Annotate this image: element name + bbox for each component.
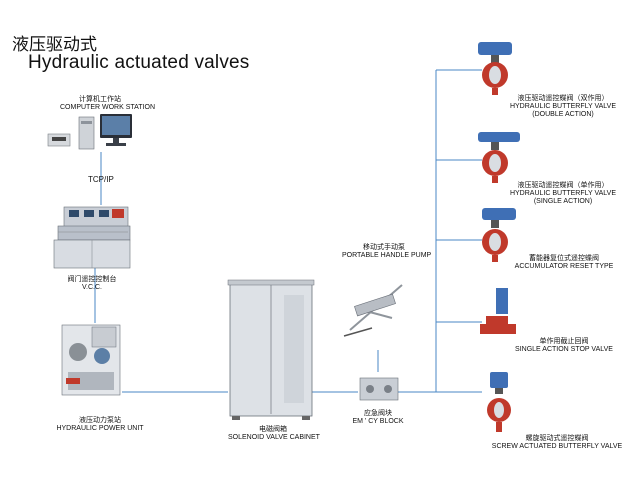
vcc-label: 阀门遥控控制台 V.C.C. [62,276,122,292]
solenoid-label-en: SOLENOID VALVE CABINET [228,434,320,441]
computer-label-cn: 计算机工作站 [79,96,121,103]
computer-label-en: COMPUTER WORK STATION [60,104,156,111]
power-unit-label-cn: 液压动力泵站 [79,417,121,424]
power-unit-label: 液压动力泵站 HYDRAULIC POWER UNIT [52,417,148,433]
valve-image-4 [480,288,516,334]
solenoid-valve-cabinet-image [227,279,315,420]
valve-label-4: 单作用截止回阀 SINGLE ACTION STOP VALVE [512,338,616,354]
valve-label-2: 液压驱动遥控蝶阀（单作用） HYDRAULIC BUTTERFLY VALVE … [508,182,618,206]
em-block-label: 应急阀块 EM ' CY BLOCK [348,410,408,426]
valve-5-cn: 螺旋驱动式遥控蝶阀 [525,435,589,442]
computer-label: 计算机工作站 COMPUTER WORK STATION [60,96,156,112]
valve-2-cn: 液压驱动遥控蝶阀（单作用） [517,182,609,189]
portable-handle-pump-image [343,284,403,337]
solenoid-label: 电磁阀箱 SOLENOID VALVE CABINET [228,426,320,442]
valve-5-en: SCREW ACTUATED BUTTERFLY VALVE [491,443,623,450]
solenoid-label-cn: 电磁阀箱 [259,426,287,433]
title-chinese: 液压驱动式 [12,35,97,55]
em-block-image [359,377,399,401]
hydraulic-power-unit-image [61,324,121,396]
valve-1-en2: (DOUBLE ACTION) [532,111,594,118]
valve-4-cn: 单作用截止回阀 [539,338,589,345]
vcc-console-image [53,206,131,269]
vcc-label-en: V.C.C. [82,284,102,291]
pump-label-cn: 移动式手动泵 [363,244,405,251]
title-english: Hydraulic actuated valves [28,52,250,73]
tcp-ip-label: TCP/IP [88,175,114,184]
valve-image-3 [482,208,516,262]
valve-label-3: 蓄能器复位式遥控蝶阀 ACCUMULATOR RESET TYPE [512,255,616,271]
valve-image-1 [478,42,512,95]
valve-label-5: 螺旋驱动式遥控蝶阀 SCREW ACTUATED BUTTERFLY VALVE [490,435,624,451]
valve-1-en: HYDRAULIC BUTTERFLY VALVE [509,103,617,110]
valve-image-2 [478,132,520,183]
valve-2-en2: (SINGLE ACTION) [533,198,593,205]
valve-image-5 [487,372,511,432]
em-block-label-en: EM ' CY BLOCK [352,418,404,425]
computer-workstation-image [47,114,132,150]
valve-4-en: SINGLE ACTION STOP VALVE [515,346,613,353]
pump-label: 移动式手动泵 PORTABLE HANDLE PUMP [342,244,432,260]
valve-1-cn: 液压驱动遥控蝶阀（双作用） [517,95,609,102]
connection-lines [94,69,482,393]
vcc-label-cn: 阀门遥控控制台 [67,276,117,283]
valve-3-en: ACCUMULATOR RESET TYPE [514,263,614,270]
pump-label-en: PORTABLE HANDLE PUMP [342,252,432,259]
power-unit-label-en: HYDRAULIC POWER UNIT [56,425,144,432]
valve-label-1: 液压驱动遥控蝶阀（双作用） HYDRAULIC BUTTERFLY VALVE … [508,95,618,119]
valve-3-cn: 蓄能器复位式遥控蝶阀 [529,255,599,262]
valve-2-en: HYDRAULIC BUTTERFLY VALVE [509,190,617,197]
em-block-label-cn: 应急阀块 [364,410,392,417]
